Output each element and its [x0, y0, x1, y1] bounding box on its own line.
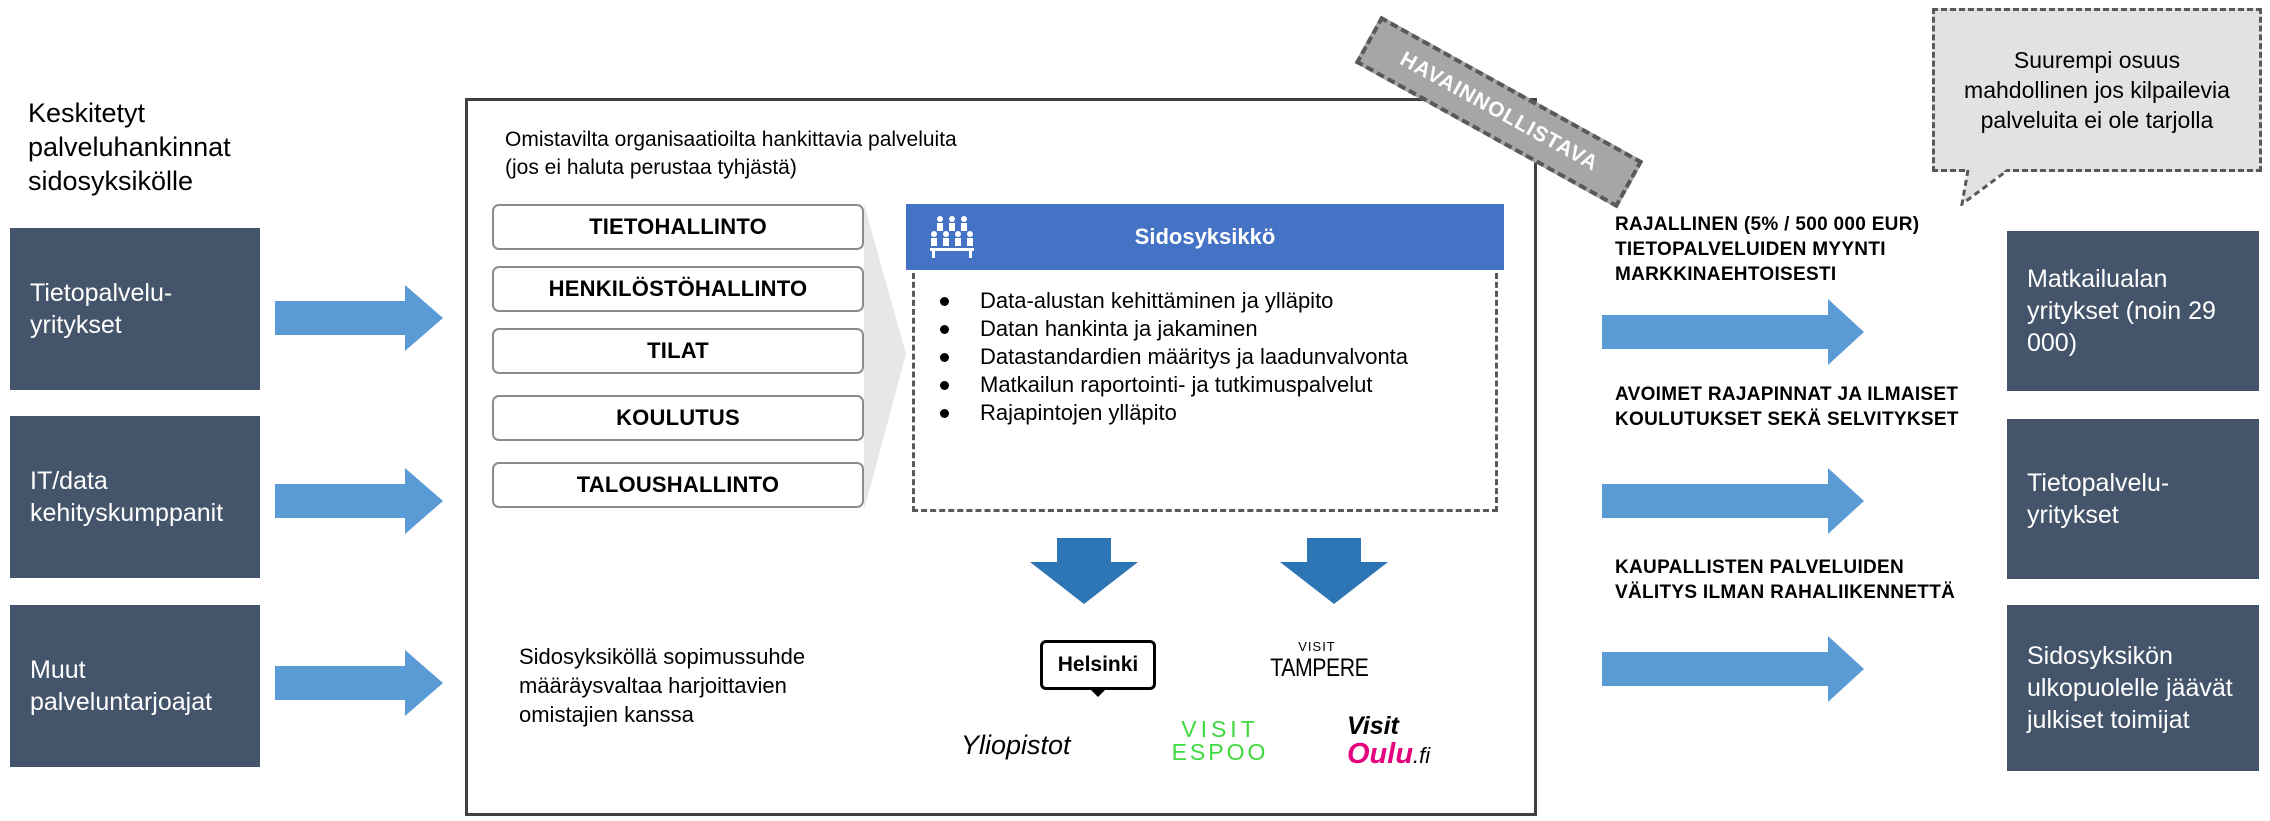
target-box-tietopalvelu: Tietopalvelu-yritykset [2007, 419, 2259, 579]
funnel-shape [864, 204, 906, 510]
target-box-matkailualan: Matkailualan yritykset (noin 29 000) [2007, 231, 2259, 391]
service-pill-taloushallinto: TALOUSHALLINTO [492, 462, 864, 508]
provider-box-it-data: IT/data kehityskumppanit [10, 416, 260, 578]
visit-oulu-suffix: .fi [1413, 743, 1431, 768]
arrow-down-icon [1030, 538, 1138, 604]
unit-header: Sidosyksikkö [906, 204, 1504, 270]
helsinki-logo-tab [1088, 687, 1108, 697]
service-pill-tilat: TILAT [492, 328, 864, 374]
arrow-right-icon [275, 468, 443, 534]
owner-services-title: Omistavilta organisaatioilta hankittavia… [505, 128, 957, 179]
arrow-right-icon [1602, 299, 1864, 365]
callout-text: Suurempi osuus mahdollinen jos kilpailev… [1964, 47, 2230, 133]
unit-task: Datastandardien määritys ja laadunvalvon… [912, 343, 1492, 371]
arrow-right-icon [275, 285, 443, 351]
visit-oulu-main: Oulu [1347, 738, 1414, 770]
unit-task: Matkailun raportointi- ja tutkimuspalvel… [912, 371, 1492, 399]
unit-task: Rajapintojen ylläpito [912, 399, 1492, 427]
output-label-myynti: RAJALLINEN (5% / 500 000 EUR) TIETOPALVE… [1615, 214, 1920, 285]
visit-oulu-logo: Visit Oulu.fi [1347, 713, 1457, 774]
visit-tampere-logo: VISIT TAMPERE [1262, 639, 1372, 683]
yliopistot-logo: Yliopistot [961, 730, 1071, 760]
visit-tampere-top: VISIT [1298, 639, 1336, 654]
unit-task-list: Data-alustan kehittäminen ja ylläpito Da… [912, 287, 1492, 427]
unit-task: Datan hankinta ja jakaminen [912, 315, 1492, 343]
arrow-down-icon [1280, 538, 1388, 604]
arrow-right-icon [1602, 468, 1864, 534]
unit-task: Data-alustan kehittäminen ja ylläpito [912, 287, 1492, 315]
output-label-valitys: KAUPALLISTEN PALVELUIDEN VÄLITYS ILMAN R… [1615, 557, 1956, 603]
unit-title: Sidosyksikkö [1134, 224, 1276, 249]
visit-espoo-bottom: ESPOO [1171, 739, 1269, 765]
owners-note: Sidosyksiköllä sopimussuhde määräysvalta… [519, 644, 806, 727]
provider-box-tietopalvelu: Tietopalvelu-yritykset [10, 228, 260, 390]
callout-tail [1960, 168, 2009, 206]
visit-espoo-top: VISIT [1181, 716, 1259, 742]
left-heading: Keskitetyt palveluhankinnat sidosyksiköl… [28, 98, 231, 196]
service-pill-tietohallinto: TIETOHALLINTO [492, 204, 864, 250]
service-pill-koulutus: KOULUTUS [492, 395, 864, 441]
visit-espoo-logo: VISIT ESPOO [1170, 718, 1270, 764]
main-frame [465, 98, 1537, 816]
callout-bubble: Suurempi osuus mahdollinen jos kilpailev… [1932, 8, 2262, 172]
provider-box-muut: Muut palveluntarjoajat [10, 605, 260, 767]
arrow-right-icon [1602, 636, 1864, 702]
service-pill-henkilostohallinto: HENKILÖSTÖHALLINTO [492, 266, 864, 312]
helsinki-logo: Helsinki [1040, 640, 1156, 690]
visit-oulu-top: Visit [1347, 712, 1399, 740]
arrow-right-icon [275, 650, 443, 716]
target-box-julkiset: Sidosyksikön ulkopuolelle jäävät julkise… [2007, 605, 2259, 771]
output-label-avoimet: AVOIMET RAJAPINNAT JA ILMAISET KOULUTUKS… [1615, 384, 1959, 430]
visit-tampere-bottom: TAMPERE [1270, 654, 1369, 682]
people-icon [930, 216, 974, 258]
helsinki-logo-text: Helsinki [1057, 653, 1139, 676]
